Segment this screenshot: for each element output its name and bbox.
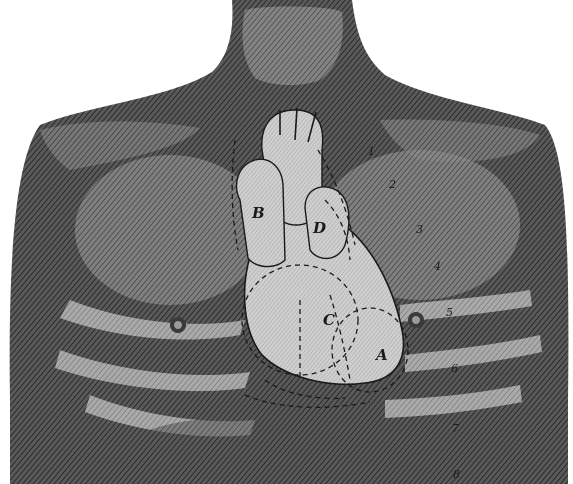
label-a: A bbox=[374, 346, 388, 364]
rib-number-4: 4 bbox=[433, 260, 441, 273]
label-d: D bbox=[312, 219, 326, 237]
label-b: B bbox=[251, 204, 265, 222]
right-pectoral bbox=[75, 155, 265, 305]
lower-chest-shadow bbox=[140, 415, 430, 484]
label-c: C bbox=[323, 311, 335, 329]
rib-number-6: 6 bbox=[451, 362, 458, 375]
pulmonary-artery bbox=[305, 187, 349, 259]
right-nipple bbox=[170, 317, 186, 333]
rib-number-2: 2 bbox=[388, 178, 396, 191]
rib-number-8: 8 bbox=[453, 468, 460, 481]
rib-number-5: 5 bbox=[446, 306, 453, 319]
left-nipple bbox=[408, 312, 424, 328]
rib-number-1: 1 bbox=[368, 145, 375, 158]
rib-number-7: 7 bbox=[452, 422, 459, 435]
rib-number-3: 3 bbox=[416, 223, 423, 236]
